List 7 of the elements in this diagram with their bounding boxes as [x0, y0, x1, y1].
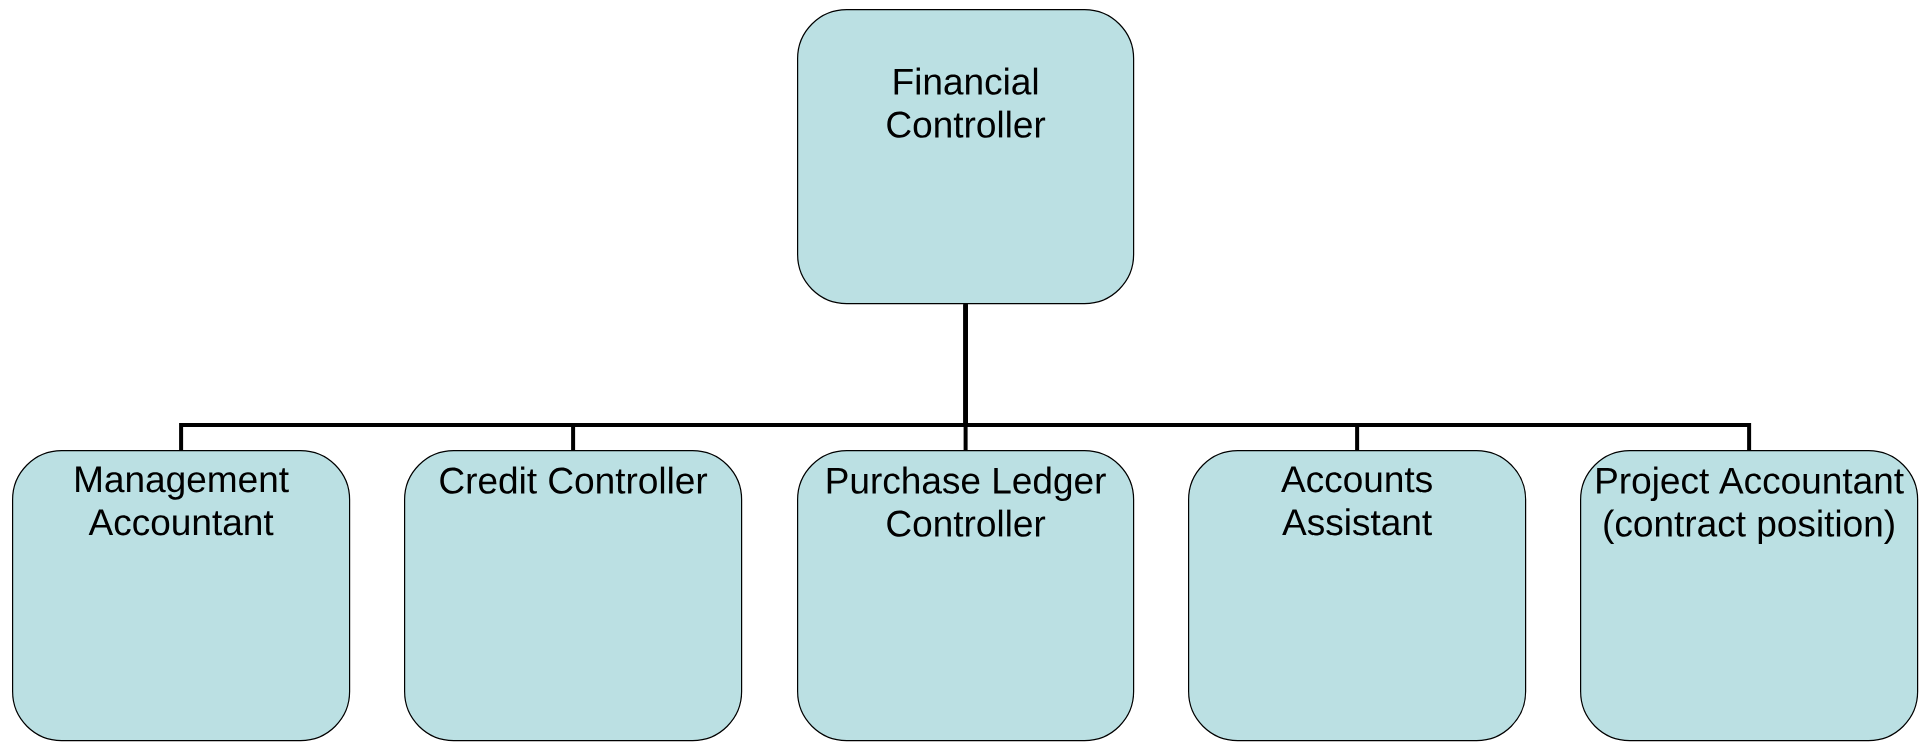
- position-box: Purchase Ledger Controller: [797, 450, 1135, 742]
- position-box: Financial Controller: [797, 9, 1135, 305]
- position-box: Accounts Assistant: [1188, 450, 1527, 742]
- position-box: Project Accountant (contract position): [1580, 450, 1919, 742]
- connector-line: [963, 304, 1752, 450]
- position-box: Credit Controller: [404, 450, 743, 742]
- position-box: Management Accountant: [12, 450, 351, 742]
